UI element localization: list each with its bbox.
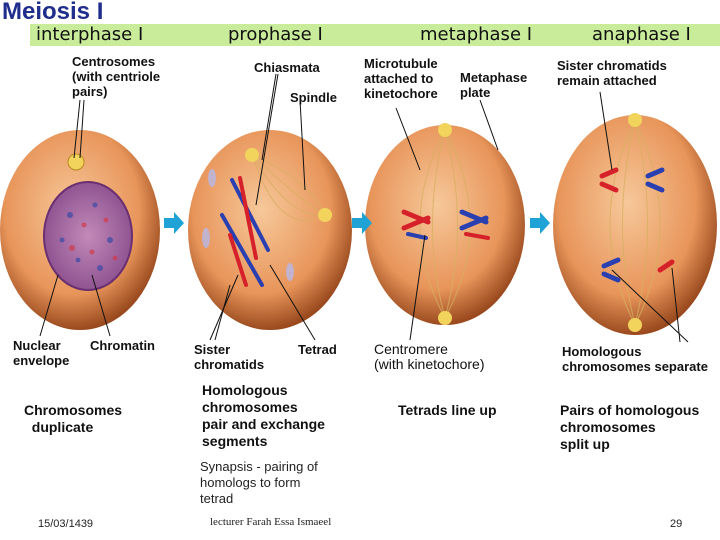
header-band-gap xyxy=(0,24,30,46)
label-microtubule: Microtubule attached to kinetochore xyxy=(364,56,438,101)
caption-prophase: Homologous chromosomes pair and exchange… xyxy=(202,382,325,449)
label-sister-chromatids-attached: Sister chromatids remain attached xyxy=(557,58,667,88)
label-sister-chromatids: Sister chromatids xyxy=(194,342,265,372)
phase-label-prophase: prophase I xyxy=(228,24,323,45)
footer-page-number: 29 xyxy=(670,518,683,530)
label-chiasmata: Chiasmata xyxy=(254,60,320,75)
cell-anaphase xyxy=(553,113,717,335)
cell-prophase xyxy=(188,130,352,330)
leader-lines xyxy=(39,73,689,343)
phase-label-interphase: interphase I xyxy=(36,24,144,45)
caption-anaphase: Pairs of homologous chromosomes split up xyxy=(560,402,700,452)
caption-interphase: Chromosomes duplicate xyxy=(24,402,123,435)
label-nuclear-envelope: Nuclear envelope xyxy=(13,338,70,368)
label-centrosomes: Centrosomes (with centriole pairs) xyxy=(72,54,161,99)
label-metaphase-plate: Metaphase plate xyxy=(460,70,528,100)
label-centromere: Centromere (with kinetochore) xyxy=(374,341,485,372)
footer-date: 15/03/1439 xyxy=(38,518,94,530)
phase-header-band xyxy=(0,24,720,46)
phase-label-anaphase: anaphase I xyxy=(592,24,691,45)
label-spindle: Spindle xyxy=(290,90,337,105)
footer-lecturer: lecturer Farah Essa Ismaeel xyxy=(210,516,332,528)
progression-arrows xyxy=(164,212,550,234)
caption-metaphase: Tetrads line up xyxy=(398,402,497,418)
label-homologous-separate: Homologous chromosomes separate xyxy=(562,344,708,374)
label-chromatin: Chromatin xyxy=(90,338,155,353)
phase-label-metaphase: metaphase I xyxy=(420,24,533,45)
page-title: Meiosis I xyxy=(2,0,104,25)
label-tetrad: Tetrad xyxy=(298,342,337,357)
cell-metaphase xyxy=(365,123,525,325)
cell-interphase xyxy=(0,130,160,330)
synapsis-note: Synapsis - pairing of homologs to form t… xyxy=(200,459,318,506)
